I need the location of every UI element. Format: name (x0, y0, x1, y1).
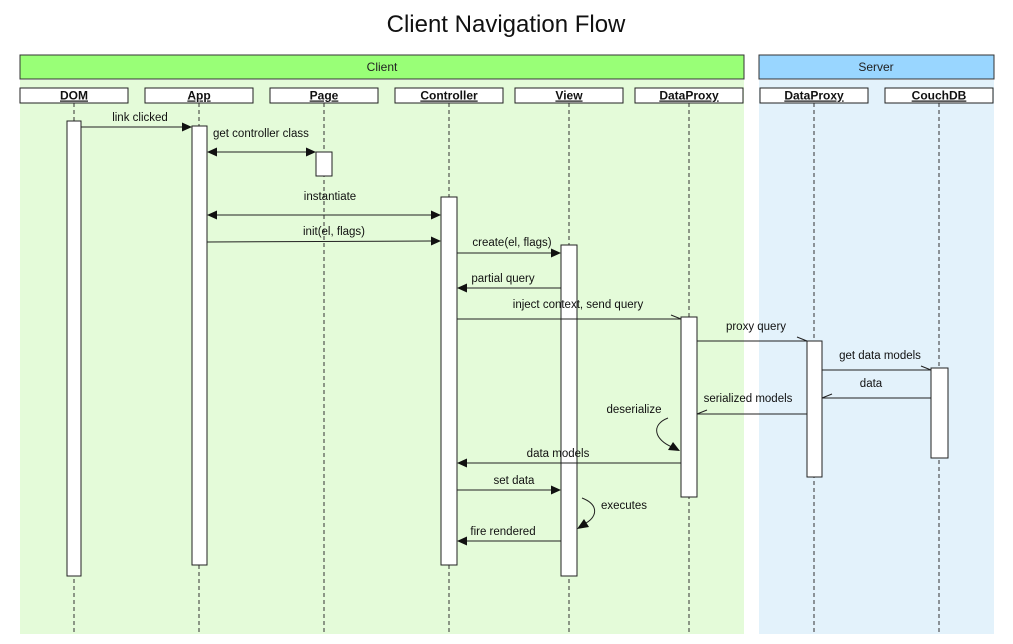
arrowhead-data-models (457, 458, 467, 468)
message-set-data: set data (494, 475, 536, 487)
arrowhead-get-controller-class-right (306, 147, 316, 157)
message-serialized-models: serialized models (704, 393, 793, 405)
message-deserialize: deserialize (607, 404, 662, 416)
actor-dataproxy-client: DataProxy (659, 89, 719, 103)
arrow-executes (581, 497, 596, 525)
arrowhead-executes (577, 519, 589, 529)
actor-dataproxy-server: DataProxy (784, 89, 844, 103)
activation-couchdb (930, 367, 949, 459)
server-group-label: Server (858, 60, 893, 74)
client-group-label: Client (367, 60, 398, 74)
message-get-controller-class: get controller class (213, 128, 309, 140)
arrowhead-link-clicked (182, 122, 192, 132)
actor-box-dataproxy-server (759, 87, 869, 104)
actor-app: App (187, 89, 210, 103)
message-create: create(el, flags) (472, 237, 551, 249)
arrowhead-get-data-models (920, 365, 932, 371)
actor-box-app (144, 87, 254, 104)
message-data: data (860, 378, 883, 390)
arrowhead-set-data (551, 485, 561, 495)
arrowhead-deserialize (668, 442, 680, 451)
activation-dataproxy-client (680, 316, 698, 498)
arrowhead-instantiate-left (207, 210, 217, 220)
server-lane-background (759, 80, 994, 634)
arrowhead-partial-query (457, 283, 467, 293)
arrow-deserialize (656, 417, 673, 448)
message-inject-context: inject context, send query (513, 299, 644, 311)
message-data-models: data models (527, 448, 590, 460)
message-init: init(el, flags) (303, 226, 365, 238)
client-group-header (19, 54, 745, 80)
message-executes: executes (601, 500, 647, 512)
diagram-title: Client Navigation Flow (387, 11, 626, 38)
message-link-clicked: link clicked (112, 112, 168, 124)
activation-dataproxy-server (806, 340, 823, 478)
arrowhead-proxy-query (796, 336, 808, 342)
actor-view: View (555, 89, 583, 103)
actor-controller: Controller (420, 89, 478, 103)
message-partial-query: partial query (471, 273, 535, 285)
server-group-header (758, 54, 995, 80)
arrowhead-create (551, 248, 561, 258)
actor-box-dataproxy-client (634, 87, 744, 104)
actor-page: Page (310, 89, 339, 103)
arrowhead-fire-rendered (457, 536, 467, 546)
actor-box-controller (394, 87, 504, 104)
message-proxy-query: proxy query (726, 321, 786, 333)
arrowhead-get-controller-class-left (207, 147, 217, 157)
actor-box-view (514, 87, 624, 104)
actor-dom: DOM (60, 89, 88, 103)
actor-box-dom (19, 87, 129, 104)
actor-couchdb: CouchDB (912, 89, 967, 103)
message-fire-rendered: fire rendered (470, 526, 535, 538)
activation-app (191, 125, 208, 566)
client-lane-background (20, 80, 744, 634)
activation-page (315, 151, 333, 177)
arrowhead-inject-context (670, 314, 682, 320)
activation-dom (66, 120, 82, 577)
arrowhead-serialized-models (696, 409, 708, 415)
arrowhead-init (431, 236, 441, 246)
arrowhead-data (821, 393, 833, 399)
activation-view (560, 244, 578, 577)
arrowhead-instantiate-right (431, 210, 441, 220)
message-get-data-models: get data models (839, 350, 921, 362)
actor-box-page (269, 87, 379, 104)
activation-controller (440, 196, 458, 566)
actor-box-couchdb (884, 87, 994, 104)
arrow-init (206, 240, 432, 243)
message-instantiate: instantiate (304, 191, 356, 203)
